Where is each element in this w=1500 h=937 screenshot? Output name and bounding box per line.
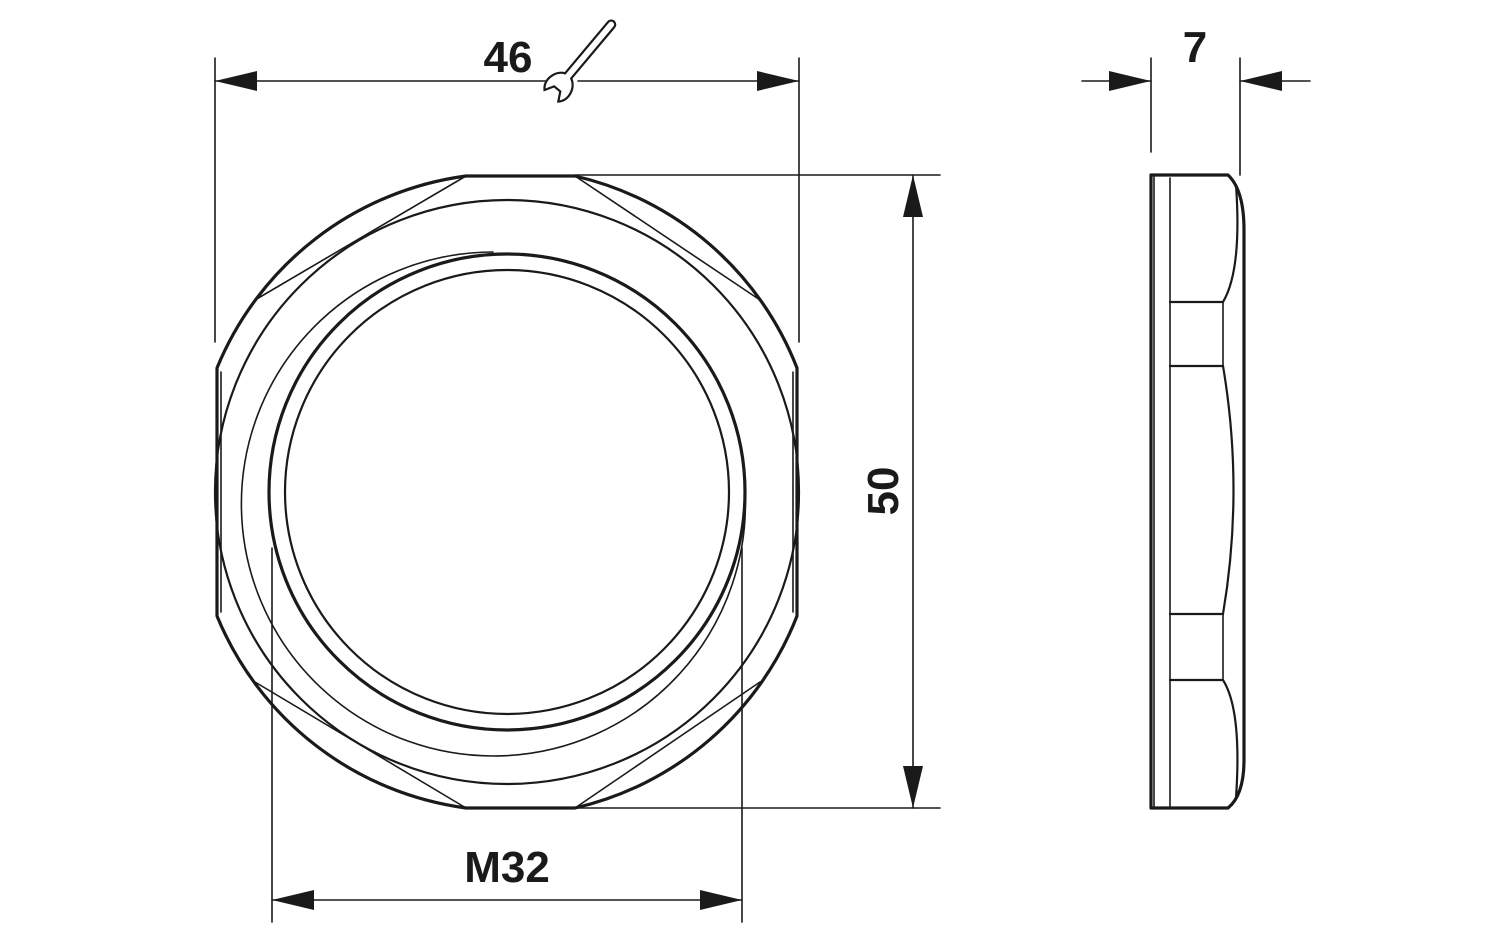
thread-arc — [240, 251, 747, 757]
thread-label: M32 — [464, 843, 550, 892]
front-view — [213, 174, 801, 810]
chamfer-circle — [213, 198, 801, 786]
dimension-thread: M32 — [271, 547, 743, 923]
side-view — [1149, 173, 1246, 810]
bore-inner-circle — [283, 268, 731, 716]
thickness-label: 7 — [1183, 23, 1207, 72]
hex-facets — [220, 175, 794, 809]
dimension-thickness: 7 — [1081, 23, 1311, 176]
bore-outer-circle — [267, 252, 747, 732]
dimension-wrench-size: 46 — [214, 19, 800, 343]
wrench-size-label: 46 — [484, 33, 533, 82]
dimension-outer-size: 50 — [574, 174, 941, 809]
wrench-icon — [543, 19, 617, 103]
side-outline — [1149, 173, 1246, 810]
outer-size-label: 50 — [859, 467, 908, 516]
